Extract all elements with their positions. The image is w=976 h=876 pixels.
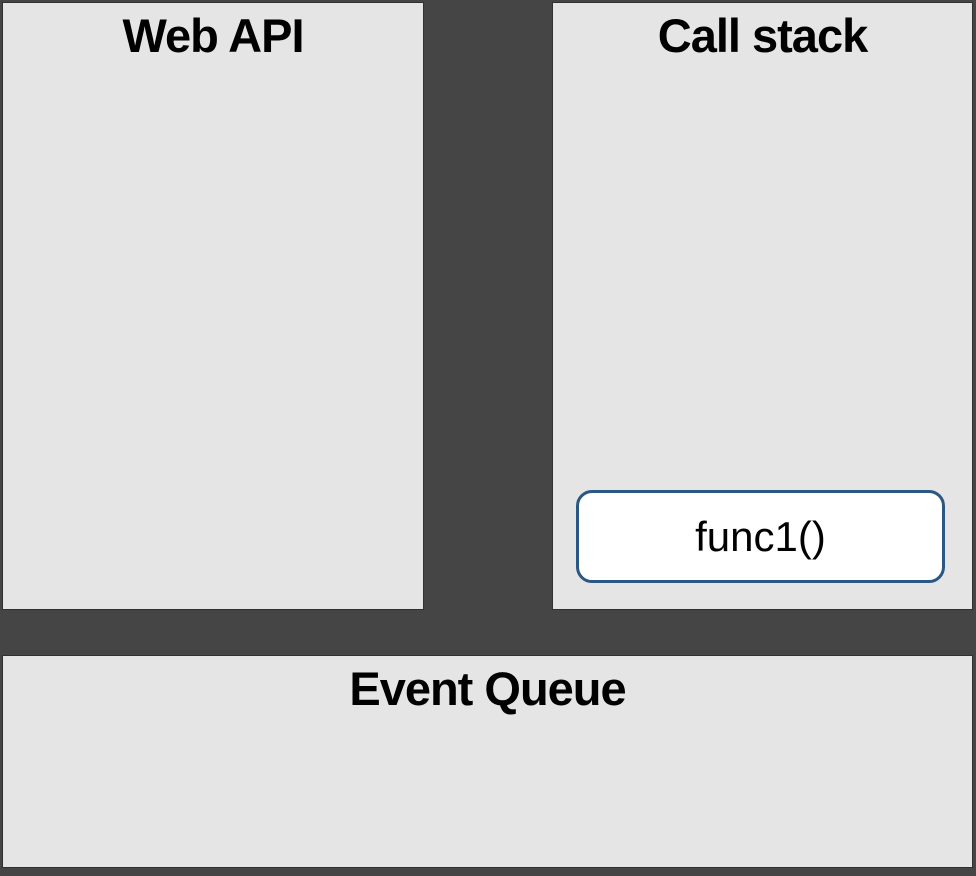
web-api-panel: Web API: [2, 2, 424, 610]
event-queue-panel: Event Queue: [2, 655, 973, 868]
event-queue-panel-title: Event Queue: [349, 662, 626, 715]
call-stack-panel-title: Call stack: [657, 9, 868, 62]
call-stack-frame-label: func1(): [695, 512, 826, 560]
web-api-panel-title: Web API: [122, 9, 304, 62]
call-stack-frame: func1(): [576, 490, 945, 583]
